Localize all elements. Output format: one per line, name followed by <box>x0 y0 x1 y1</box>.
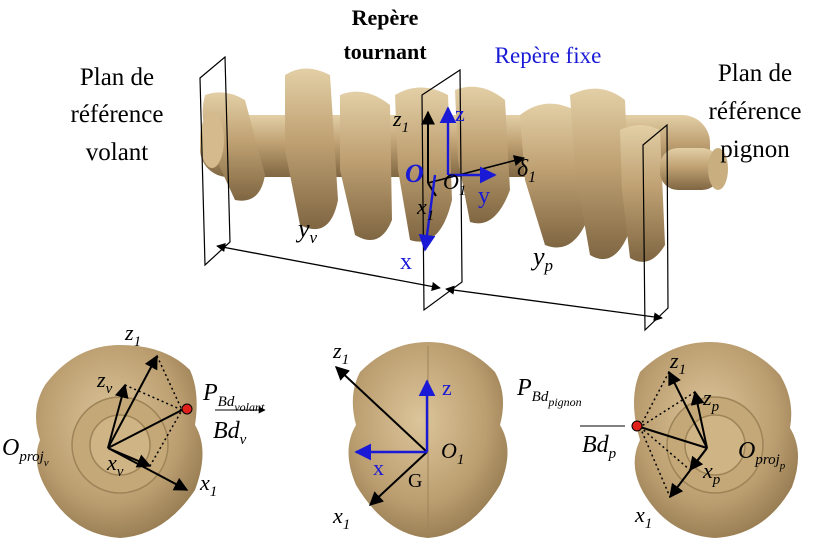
bm-z-label: z <box>442 375 452 400</box>
repere-tournant-line1: Repère <box>352 5 419 30</box>
br-z1-label: z1 <box>669 348 686 378</box>
top-O1-label: O1 <box>443 169 466 199</box>
crank-web <box>455 86 510 224</box>
bm-G-label: G <box>408 470 422 492</box>
shaft-end-face <box>708 148 728 190</box>
top-x1-label: x1 <box>416 194 434 224</box>
front-view-center: z1 z x O1 G x1 <box>332 338 508 538</box>
z1-axis-arrow <box>107 354 158 449</box>
plane-volant <box>199 55 231 267</box>
bm-z1-label: z1 <box>332 338 349 368</box>
zv-axis-arrow <box>107 383 129 449</box>
crank-web <box>620 125 665 262</box>
bl-pbd-label: PBdvolant <box>202 380 265 414</box>
repere-tournant-line2: tournant <box>343 39 427 64</box>
z1-axis-arrow <box>334 366 428 453</box>
pbd-pignon-point <box>631 420 643 432</box>
plan-pignon-line1: Plan de <box>718 60 792 87</box>
br-zp-label: zp <box>702 385 720 415</box>
bl-xv-label: xv <box>106 450 124 480</box>
pbd-volant-point <box>181 403 193 415</box>
front-view-volant: z1 zv xv x1 Oprojv PBdvolant Bdv <box>2 320 266 538</box>
br-bd-label: Bdp <box>582 432 617 462</box>
br-pbd-label: PBdpignon <box>516 375 582 409</box>
z1-axis-arrow <box>668 370 708 449</box>
plan-pignon-line3: pignon <box>720 136 790 163</box>
yp-label: yp <box>530 242 553 275</box>
shaft-start-face <box>200 112 224 168</box>
shaft-end <box>660 148 720 190</box>
bm-O1-label: O1 <box>441 438 464 468</box>
top-delta1-label: δ1 <box>517 156 536 186</box>
bl-z1-label: z1 <box>124 320 141 350</box>
plan-volant-line1: Plan de <box>80 64 154 91</box>
bl-bd-label: Bdv <box>213 418 247 448</box>
crank-web <box>570 88 630 260</box>
xp-axis-arrow <box>689 447 708 472</box>
crank-web <box>340 91 392 241</box>
bl-x1-label: x1 <box>199 470 217 500</box>
yv-label: yv <box>295 214 318 247</box>
yv-dimension <box>216 243 441 291</box>
delta1-axis-arrow <box>427 155 526 184</box>
yp-dimension <box>445 285 663 322</box>
projection-dotted-z1 <box>639 371 670 428</box>
xv-axis-arrow <box>107 447 152 468</box>
x1-axis-arrow <box>107 447 189 491</box>
distance-arrows <box>216 243 663 322</box>
plane-pignon <box>642 123 669 332</box>
crank-web <box>395 87 452 242</box>
br-oproj-label: Oprojp <box>738 438 786 472</box>
zp-axis-arrow <box>690 390 708 449</box>
crank-web <box>520 103 585 248</box>
crank-web <box>285 68 338 230</box>
bm-x-label: x <box>373 455 384 480</box>
bd-vector-line <box>107 409 183 449</box>
plan-pignon-line2: référence <box>709 98 802 125</box>
bm-x1-label: x1 <box>332 503 350 533</box>
x1-axis-arrow <box>368 451 428 506</box>
br-x1-label: x1 <box>634 502 652 532</box>
bl-oproj-label: Oprojv <box>2 435 49 469</box>
x-axis-arrow <box>418 174 437 252</box>
crankshaft-3d <box>200 68 728 262</box>
plan-volant-line2: référence <box>71 101 164 128</box>
bl-zv-label: zv <box>96 367 113 397</box>
plan-volant-line3: volant <box>86 139 149 166</box>
top-x-label: x <box>400 249 412 275</box>
top-y-label: y <box>478 183 490 209</box>
front-view-pignon: z1 zp xp x1 Oprojp PBdpignon Bdp <box>516 342 799 538</box>
top-labels: Plan de référence volant Plan de référen… <box>71 5 802 275</box>
top-O-label: O <box>405 159 424 188</box>
top-z1-label: z1 <box>392 106 409 136</box>
repere-fixe-label: Repère fixe <box>495 43 602 68</box>
projection-dotted <box>124 384 184 467</box>
top-axes <box>418 106 526 252</box>
top-z-label: z <box>455 101 465 126</box>
bd-vector-line <box>639 426 708 449</box>
br-xp-label: xp <box>702 458 721 488</box>
